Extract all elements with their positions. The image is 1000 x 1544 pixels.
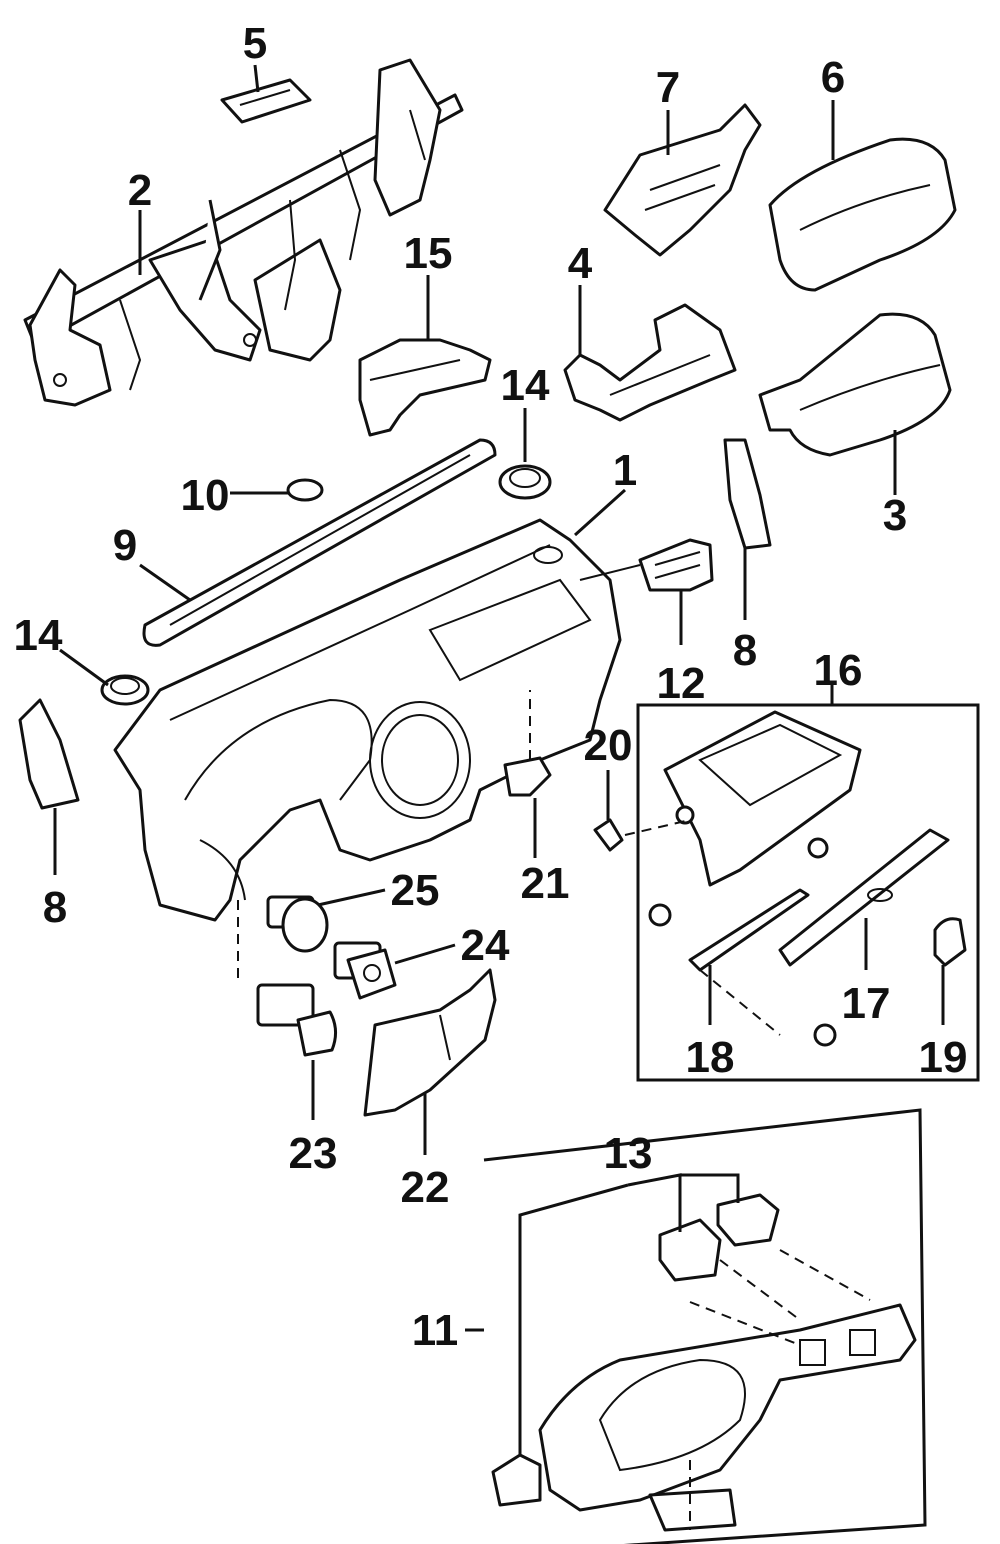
callout-7: 7 <box>656 63 680 112</box>
part-6-airbag-cover <box>768 137 957 292</box>
part-25-switch <box>266 895 329 953</box>
part-8-trim-left <box>18 698 80 810</box>
callout-10: 10 <box>181 471 230 520</box>
callout-8-right: 8 <box>733 626 757 675</box>
callout-labels: 5 2 7 6 15 4 14 3 10 9 1 12 8 14 8 20 21… <box>14 19 968 1355</box>
callout-14-upper: 14 <box>501 361 550 410</box>
callout-25: 25 <box>391 866 440 915</box>
callout-12: 12 <box>657 659 706 708</box>
part-10-clip <box>286 478 324 502</box>
part-14-vent-upper <box>498 464 552 500</box>
part-12-side-vent <box>579 538 714 592</box>
callout-11: 11 <box>412 1306 459 1355</box>
part-8-trim-right <box>723 438 772 550</box>
part-2-support-beam <box>23 58 464 407</box>
callout-4: 4 <box>568 239 593 288</box>
part-15-bracket <box>358 338 492 437</box>
part-22-lower-trim <box>363 968 497 1117</box>
callout-6: 6 <box>821 53 845 102</box>
part-11-bezel-assembly <box>483 1108 927 1544</box>
callout-8-left: 8 <box>43 883 67 932</box>
callout-16: 16 <box>814 646 863 695</box>
part-7-airbag-module <box>603 103 762 257</box>
callout-20: 20 <box>584 721 633 770</box>
callout-18: 18 <box>686 1033 735 1082</box>
callout-3: 3 <box>883 491 907 540</box>
callout-1: 1 <box>613 446 637 495</box>
callout-24: 24 <box>461 921 510 970</box>
callout-2: 2 <box>128 166 152 215</box>
callout-9: 9 <box>113 521 137 570</box>
part-24-switch <box>333 941 397 1000</box>
callout-5: 5 <box>243 19 267 68</box>
callout-21: 21 <box>521 859 570 908</box>
part-9-defroster-grille <box>142 438 497 647</box>
part-3-cover <box>758 312 952 457</box>
part-5-bracket <box>220 78 312 124</box>
callout-17: 17 <box>842 979 891 1028</box>
callout-15: 15 <box>404 229 453 278</box>
part-14-vent-lower <box>100 674 150 706</box>
part-21-sensor <box>503 690 552 797</box>
leader-lines <box>53 64 945 1455</box>
part-1-instrument-panel <box>113 518 622 922</box>
part-4-bracket <box>563 303 737 422</box>
callout-23: 23 <box>289 1129 338 1178</box>
part-23-switch <box>237 900 337 1057</box>
callout-19: 19 <box>919 1033 968 1082</box>
callout-14-lower: 14 <box>14 611 63 660</box>
part-20-stop <box>593 818 624 852</box>
callout-22: 22 <box>401 1163 450 1212</box>
callout-13: 13 <box>604 1129 653 1178</box>
part-16-glove-box-assembly <box>624 703 980 1082</box>
